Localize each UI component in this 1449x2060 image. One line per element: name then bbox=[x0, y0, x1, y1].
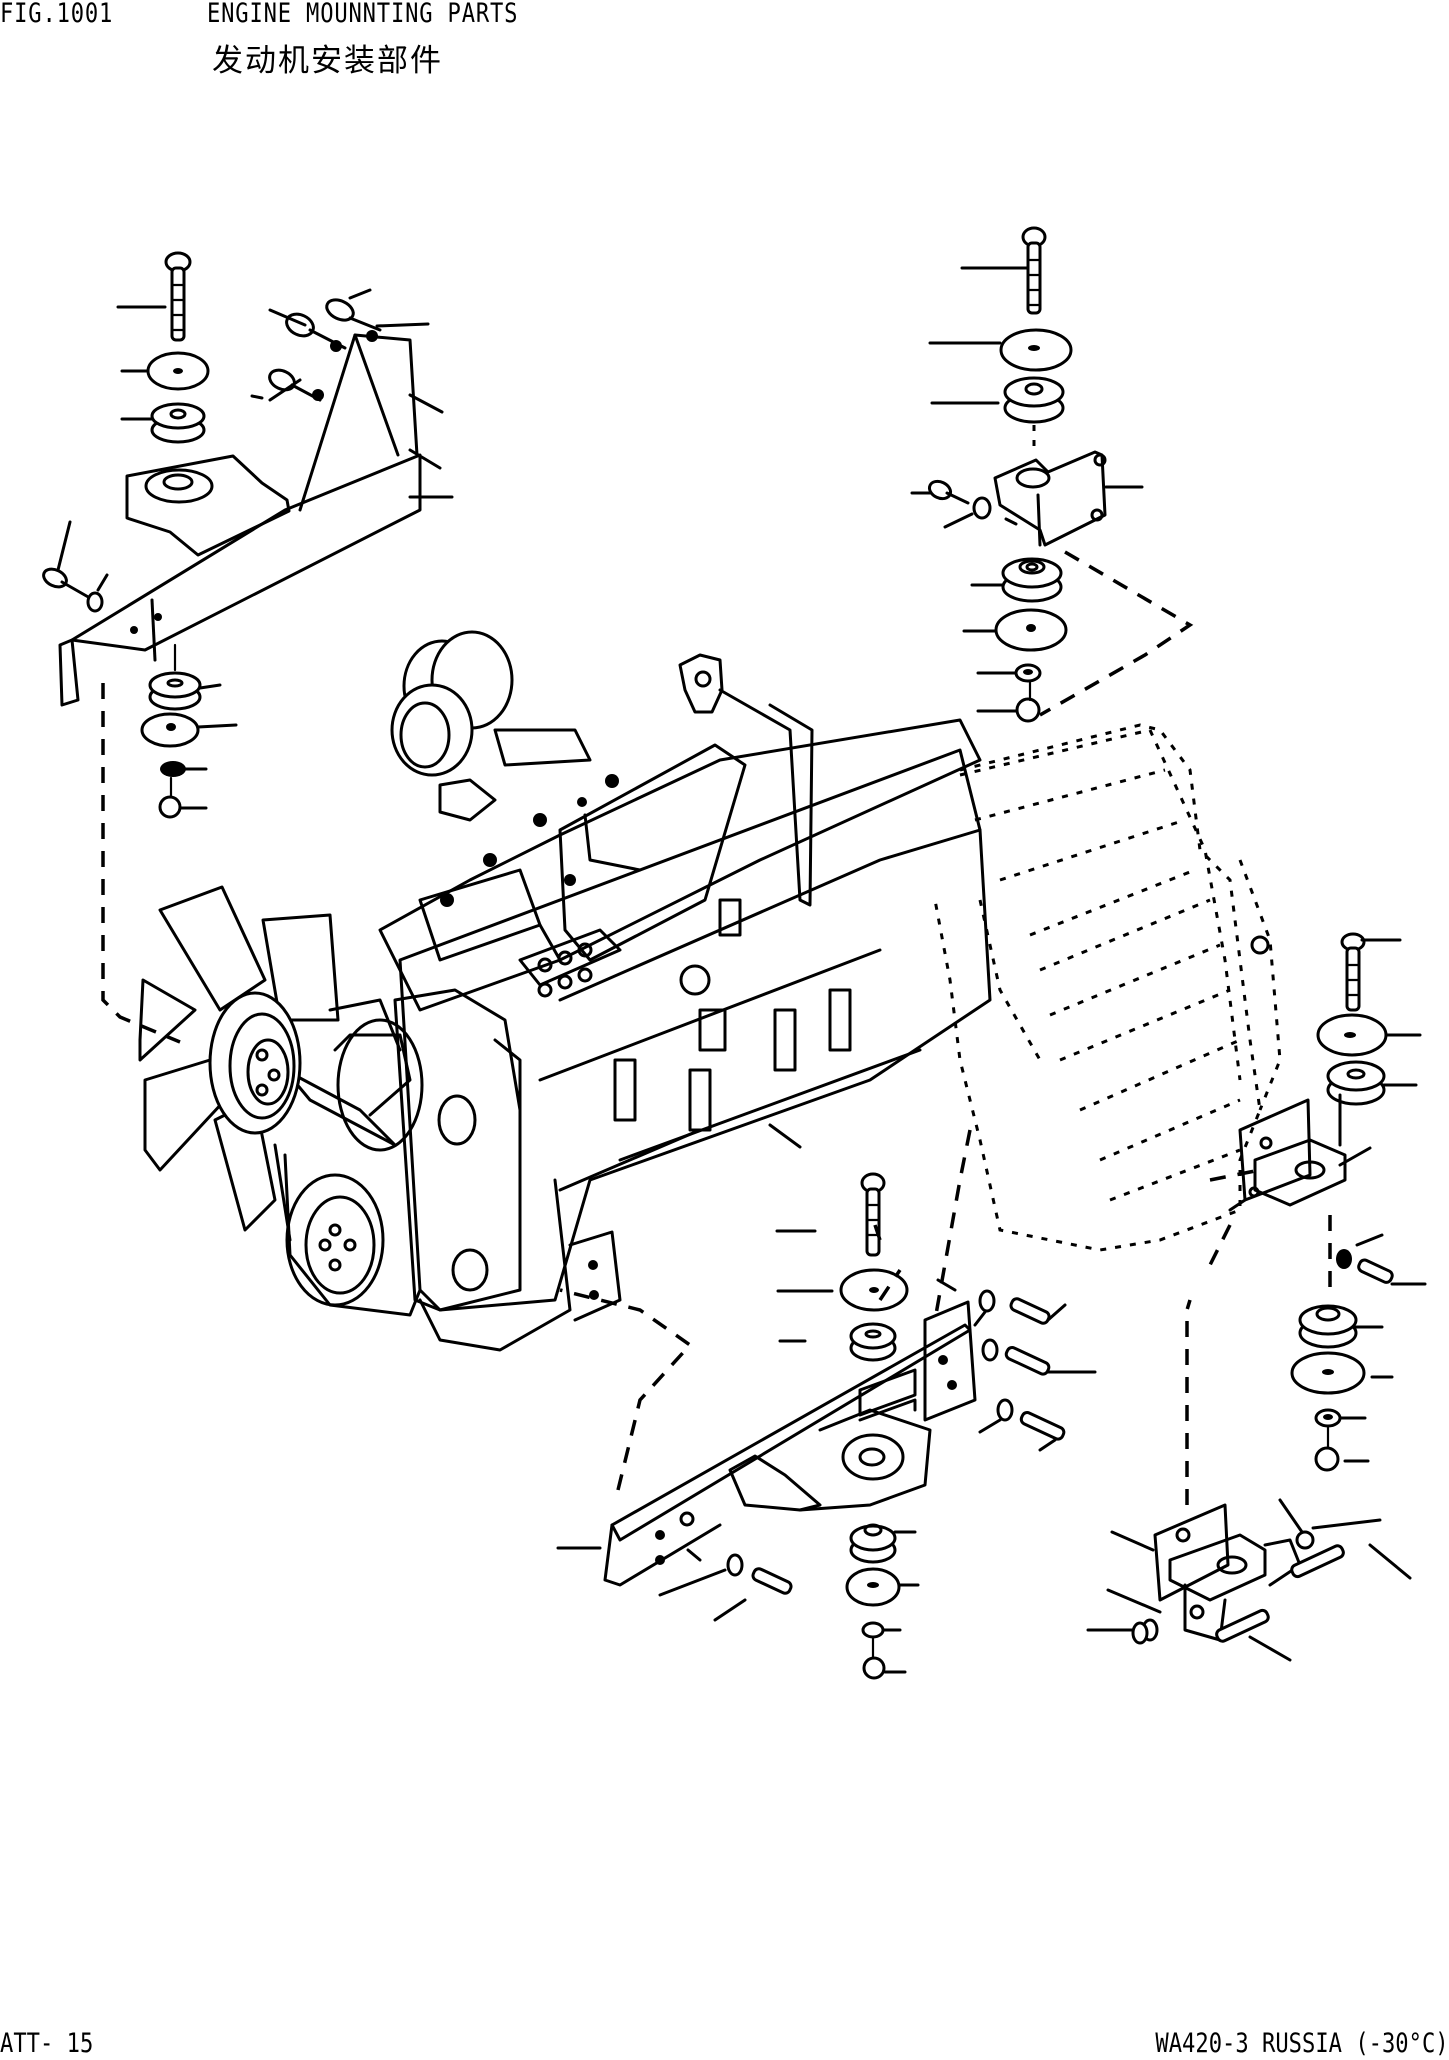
rubber-cushion-icon bbox=[1003, 376, 1065, 424]
bottom-right-support-assembly bbox=[1086, 1224, 1412, 1662]
bolt-icon bbox=[860, 1172, 886, 1257]
nut-icon bbox=[862, 1656, 886, 1680]
front-right-bracket bbox=[603, 1300, 977, 1587]
page-number: ATT- 15 bbox=[0, 2028, 94, 2059]
rear-top-bracket bbox=[993, 450, 1107, 547]
bolt-icon bbox=[1021, 226, 1047, 315]
rubber-cushion-icon bbox=[849, 1322, 897, 1362]
model-label: WA420-3 RUSSIA (-30°C) bbox=[1155, 2028, 1449, 2059]
bolt-icon bbox=[1340, 932, 1366, 1012]
lock-washer-icon bbox=[861, 1621, 885, 1639]
front-left-bracket bbox=[58, 333, 422, 707]
transmission-phantom bbox=[933, 723, 1282, 1321]
lock-washer-icon bbox=[160, 761, 186, 777]
figure-number: FIG.1001 bbox=[0, 0, 114, 29]
rear-right-mount-assembly bbox=[1228, 932, 1427, 1472]
front-right-mount-assembly bbox=[556, 1172, 1097, 1680]
cushion-icon bbox=[849, 1523, 897, 1564]
rubber-cushion-icon bbox=[1326, 1060, 1386, 1106]
crankshaft-pulley bbox=[273, 1143, 422, 1317]
page-title-english: ENGINE MOUNNTING PARTS bbox=[207, 0, 519, 29]
injector-rail bbox=[518, 898, 852, 1132]
rubber-cushion-icon bbox=[150, 402, 206, 444]
cooling-fan bbox=[138, 885, 424, 1232]
nut-icon bbox=[1314, 1446, 1340, 1472]
cushion-icon bbox=[1001, 557, 1063, 603]
nut-icon bbox=[158, 795, 182, 819]
nut-icon bbox=[1015, 697, 1041, 723]
turbocharger bbox=[390, 630, 592, 822]
breather bbox=[678, 653, 814, 907]
rear-top-mount-assembly bbox=[910, 226, 1194, 723]
rear-right-bracket bbox=[1238, 1093, 1347, 1207]
bolt-icon bbox=[164, 251, 192, 342]
page-title-chinese: 发动机安装部件 bbox=[212, 43, 443, 79]
engine bbox=[138, 630, 992, 1352]
front-left-mount-assembly bbox=[42, 251, 454, 1044]
cushion-icon bbox=[1298, 1304, 1358, 1349]
